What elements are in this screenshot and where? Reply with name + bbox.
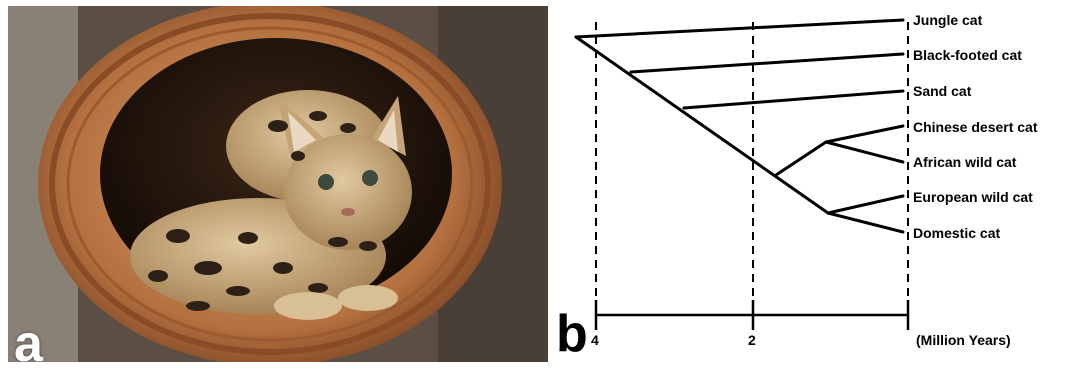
cat-eye-left [318, 174, 334, 190]
cat-paw-right [338, 285, 398, 311]
taxon-label: Black-footed cat [913, 47, 1022, 63]
taxa-labels: Jungle cat Black-footed cat Sand cat Chi… [913, 12, 1038, 241]
taxon-label: African wild cat [913, 154, 1017, 170]
time-scale [596, 300, 908, 330]
taxon-label: European wild cat [913, 189, 1033, 205]
panel-label-b: b [556, 308, 588, 360]
branch-african-wild-cat [826, 142, 903, 162]
panel-label-a: a [14, 318, 43, 362]
tick-label-4: 4 [591, 332, 599, 348]
branch-chinese-desert-cat [826, 126, 903, 142]
photo-panel: a [8, 6, 548, 362]
branch-sand-cat [684, 91, 903, 108]
axis-unit-label: (Million Years) [916, 332, 1011, 348]
branch-european-wild-cat [828, 196, 903, 213]
taxon-label: Sand cat [913, 83, 972, 99]
taxon-label: Domestic cat [913, 225, 1000, 241]
branch-jungle-cat [576, 20, 903, 37]
cat-head [284, 134, 412, 250]
cat-photo [8, 6, 548, 362]
taxon-label: Jungle cat [913, 12, 983, 28]
cat-paw-left [274, 292, 342, 320]
tick-label-2: 2 [748, 332, 756, 348]
taxon-label: Chinese desert cat [913, 119, 1038, 135]
branch-black-footed-cat [631, 54, 903, 72]
tree-branches [576, 20, 903, 232]
phylogenetic-tree: Jungle cat Black-footed cat Sand cat Chi… [556, 0, 1073, 364]
branch-node-upper [776, 142, 826, 175]
cat-eye-right [362, 170, 378, 186]
tree-panel: Jungle cat Black-footed cat Sand cat Chi… [556, 0, 1073, 364]
cat-nose [341, 208, 355, 216]
branch-domestic-cat [828, 213, 903, 232]
branch-trunk [576, 37, 828, 213]
